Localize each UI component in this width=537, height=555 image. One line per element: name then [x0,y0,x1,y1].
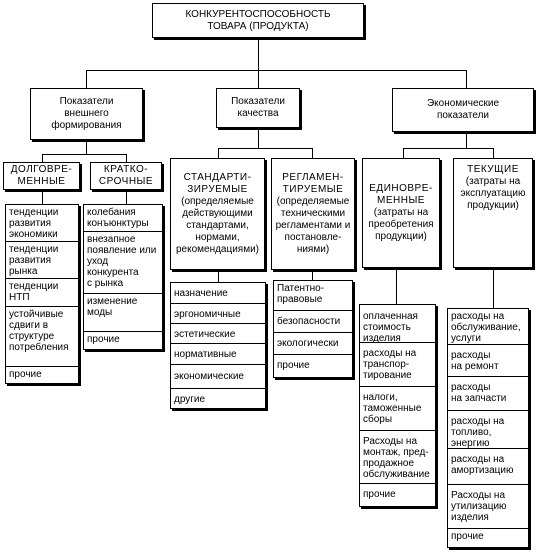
connector [466,70,467,88]
list-short: колебания конъюнктуры внезапное появлени… [83,204,163,350]
list-long: тенденции развития экономики тенденции р… [5,204,79,384]
sub-regulated: РЕГЛАМЕН- ТИРУЕМЫЕ (определяемые техниче… [271,158,355,270]
list-item: Расходы на утилизацию изделия [448,485,528,529]
connector [86,70,87,88]
sub-standard: СТАНДАРТИ- ЗИРУЕМЫЕ (определяемые действ… [170,158,265,270]
list-item: другие [174,394,206,405]
list-item: тенденции развития рынка [6,242,78,279]
list-item: Расходы на монтаж, пред- продажное обслу… [360,431,435,484]
list-item: внезапное появление или уход конкурента … [84,232,162,294]
list-item: расходы на топливо, энергию [448,411,528,449]
connector [218,270,219,282]
connector [403,148,493,149]
list-item: изменение моды [84,294,162,332]
connector [86,70,466,71]
sub-regulated-desc: (определяемые техническими регламентами … [275,196,351,255]
list-item: Патентно- правовые [274,281,352,311]
list-onetime: оплаченная стоимость изделия расходы на … [359,304,436,507]
list-item: расходы на запчасти [448,377,528,411]
list-item: нормативные [171,344,265,365]
list-item: расходы на обслуживание, услуги [448,309,528,345]
connector [403,148,404,158]
connector [126,154,127,162]
list-item: безопасности [274,311,352,333]
list-item: эргономичные [171,304,265,324]
root-title: КОНКУРЕНТОСПОСОБНОСТЬ ТОВАРА (ПРОДУКТА) [152,3,364,38]
list-item: экологически [274,333,352,355]
sub-regulated-title: РЕГЛАМЕН- ТИРУЕМЫЕ [282,172,344,195]
connector [42,190,43,204]
group-economic: Экономические показатели [392,88,534,132]
connector [218,148,312,149]
list-item: прочие [277,360,310,371]
connector [312,270,313,280]
sub-onetime-desc: (затраты на преобретения продукции) [368,207,434,242]
list-item: экономические [171,365,265,389]
list-item: расходы на транспор- тирование [360,343,435,387]
list-regulated: Патентно- правовые безопасности экологич… [273,280,353,378]
connector [466,132,467,148]
list-item: налоги, таможенные сборы [360,387,435,431]
connector [258,37,259,70]
connector [312,148,313,158]
list-item: прочие [451,531,484,542]
connector [126,190,127,204]
connector [42,154,126,155]
sub-long: ДОЛГОВРЕ- МЕННЫЕ [3,162,80,190]
sub-current-title: ТЕКУЩИЕ [467,164,519,175]
connector [218,148,219,158]
list-item: оплаченная стоимость изделия [360,305,435,343]
list-item: прочие [9,369,42,380]
list-item: колебания конъюнктуры [84,205,162,232]
connector [86,140,87,154]
connector [42,154,43,162]
list-item: прочие [363,489,396,500]
sub-current: ТЕКУЩИЕ (затраты на эксплуатацию продукц… [453,158,533,268]
list-item: прочие [87,334,120,345]
list-item: расходы на амортизацию [448,449,528,485]
sub-current-desc: (затраты на эксплуатацию продукции) [460,176,526,211]
list-item: эстетические [171,324,265,344]
sub-standard-desc: (определяемые действующими стандартами, … [175,196,260,255]
connector [493,268,494,308]
list-item: расходы на ремонт [448,345,528,377]
group-external: Показатели внешнего формирования [30,88,143,140]
list-item: тенденции развития экономики [6,205,78,242]
list-standard: назначение эргономичные эстетические нор… [170,282,266,409]
group-quality: Показатели качества [216,88,300,128]
sub-onetime-title: ЕДИНОВРЕ- МЕННЫЕ [369,183,433,206]
connector [493,148,494,158]
sub-short: КРАТКО- СРОЧНЫЕ [90,162,162,190]
sub-standard-title: СТАНДАРТИ- ЗИРУЕМЫЕ [183,172,252,195]
connector [258,128,259,148]
list-item: тенденции НТП [6,279,78,307]
sub-onetime: ЕДИНОВРЕ- МЕННЫЕ (затраты на преобретени… [362,158,440,268]
list-item: назначение [171,283,265,304]
connector [258,70,259,88]
connector [396,268,397,304]
list-item: устойчивые сдвиги в структуре потреблени… [6,307,78,367]
list-current: расходы на обслуживание, услуги расходы … [447,308,529,548]
